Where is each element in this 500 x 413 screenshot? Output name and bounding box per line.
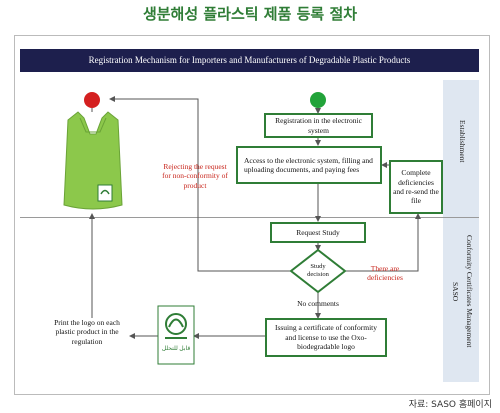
- oxo-logo-image: [157, 305, 195, 365]
- lane-label-column: [443, 80, 479, 382]
- end-node-red: [84, 92, 100, 108]
- study-decision-label: Study decision: [307, 263, 329, 279]
- diagram-frame: [14, 35, 490, 395]
- decision-diamond: [289, 248, 347, 294]
- lane-separator: [20, 217, 479, 218]
- connector-reject: [109, 96, 291, 272]
- access-box: Access to the electronic system, filling…: [236, 146, 382, 184]
- issuing-box: Issuing a certificate of conformity and …: [265, 318, 387, 357]
- request-study-box: Request Study: [270, 222, 366, 243]
- deficiencies-annotation: There are deficiencies: [367, 264, 403, 283]
- no-comments-label: No comments: [297, 299, 339, 308]
- registration-box: Registration in the electronic system: [264, 113, 373, 138]
- source-caption: 자료: SASO 홈페이지: [408, 400, 492, 410]
- start-node-green: [310, 92, 326, 108]
- diagram-banner: Registration Mechanism for Importers and…: [20, 49, 479, 72]
- print-logo-text: Print the logo on each plastic product i…: [54, 318, 120, 346]
- connector-decision-complete: [345, 213, 421, 272]
- plastic-bag-image: [63, 111, 123, 210]
- page-title: 생분해성 플라스틱 제품 등록 절차: [142, 5, 358, 23]
- complete-box: Complete deficiencies and re-send the fi…: [389, 160, 443, 214]
- logo-arabic-text: قابل للتحلل: [161, 346, 191, 352]
- rejecting-annotation: Rejecting the request for non-conformity…: [162, 162, 228, 190]
